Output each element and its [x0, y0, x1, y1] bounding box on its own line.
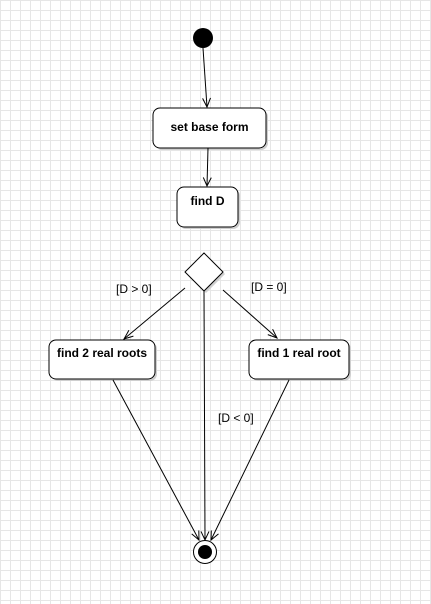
- guard-d-gt-0: [D > 0]: [116, 282, 152, 296]
- edge-decision-to-find-1-real-root[interactable]: [222, 289, 279, 339]
- edge-start-to-set-base-form[interactable]: [202, 47, 211, 109]
- guard-d-eq-0: [D = 0]: [251, 280, 287, 294]
- action-find-2-real-roots-label: find 2 real roots: [57, 346, 147, 360]
- action-find-d[interactable]: find D: [176, 186, 240, 229]
- edge-decision-to-end[interactable]: [200, 290, 210, 542]
- initial-node[interactable]: [193, 28, 213, 48]
- decision-node[interactable]: [184, 252, 225, 293]
- edge-find-1-real-root-to-end[interactable]: [210, 379, 290, 542]
- guard-d-lt-0: [D < 0]: [218, 411, 254, 425]
- action-find-d-label: find D: [191, 194, 225, 208]
- action-find-1-real-root-label: find 1 real root: [257, 346, 340, 360]
- final-node[interactable]: [193, 540, 217, 564]
- edge-decision-to-find-2-real-roots[interactable]: [122, 287, 186, 340]
- action-set-base-form[interactable]: set base form: [152, 107, 268, 150]
- edge-find-2-real-roots-to-end[interactable]: [112, 379, 200, 542]
- action-set-base-form-label: set base form: [170, 120, 248, 134]
- action-find-2-real-roots[interactable]: find 2 real roots: [48, 339, 157, 381]
- action-find-1-real-root[interactable]: find 1 real root: [248, 339, 351, 381]
- edge-set-base-form-to-find-d[interactable]: [202, 147, 212, 188]
